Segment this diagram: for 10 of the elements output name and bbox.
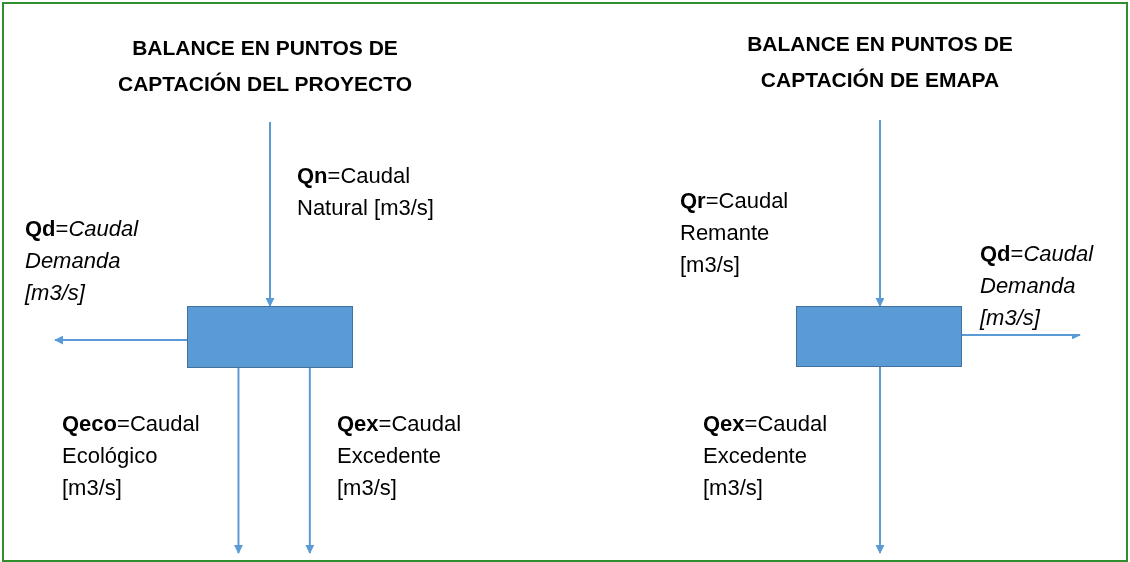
process-box	[187, 306, 353, 368]
arrow	[305, 367, 315, 554]
arrow	[875, 119, 885, 307]
arrow	[875, 366, 885, 554]
arrow	[54, 335, 188, 345]
heading: BALANCE EN PUNTOS DE CAPTACIÓN DE EMAPA	[746, 31, 1014, 93]
arrow	[233, 367, 243, 554]
arrow	[265, 121, 275, 307]
process-box	[796, 306, 962, 367]
heading: BALANCE EN PUNTOS DE CAPTACIÓN DEL PROYECTO	[117, 35, 413, 97]
